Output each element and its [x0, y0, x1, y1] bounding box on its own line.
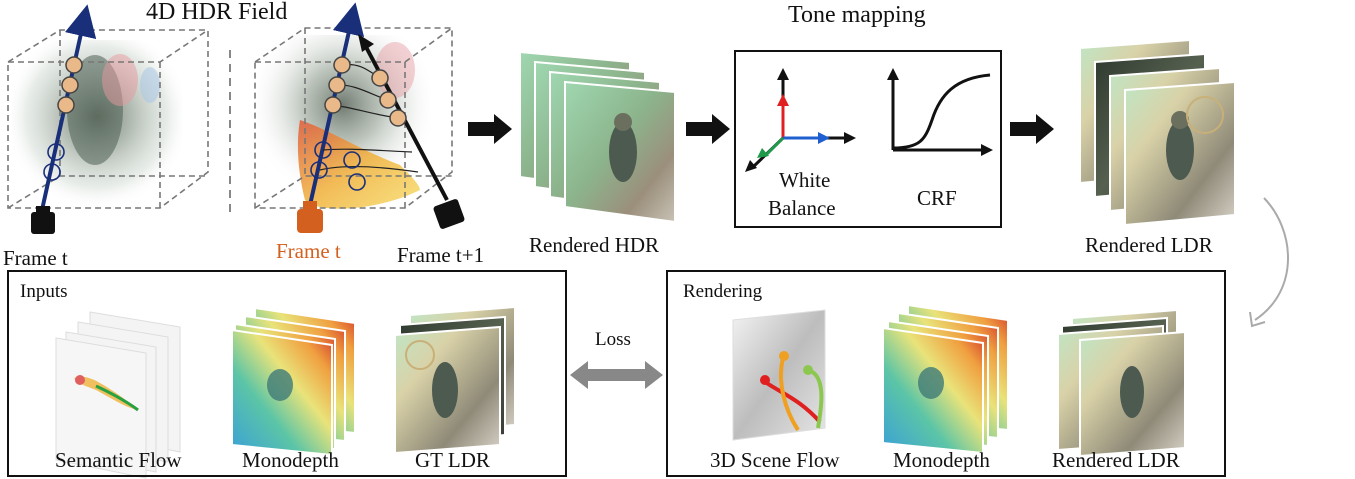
frame-t1-label: Frame t+1: [397, 243, 485, 267]
frame-t-label-mid: Frame t: [276, 239, 341, 263]
monodepth-output-label: Monodepth: [893, 448, 990, 472]
white-balance-axes: [745, 68, 856, 172]
rendered-ldr-bottom-label: Rendered LDR: [1052, 448, 1180, 472]
hdr-field-cube-right: [254, 2, 465, 233]
white-label: White: [779, 168, 831, 192]
frame-t-label-left: Frame t: [3, 246, 68, 270]
rendered-ldr-stack-bottom: [1057, 308, 1186, 458]
crf-label: CRF: [917, 186, 957, 210]
rendering-box: [666, 270, 1226, 477]
loss-label: Loss: [595, 329, 631, 350]
hdr-field-cube-left: [7, 4, 209, 234]
gt-ldr-label: GT LDR: [415, 448, 490, 472]
rendered-ldr-stack-top: [1079, 38, 1236, 227]
inputs-title: Inputs: [20, 281, 68, 302]
inputs-box: [7, 270, 567, 477]
semantic-flow-label: Semantic Flow: [55, 448, 182, 472]
crf-curve: [887, 68, 993, 156]
monodepth-input-label: Monodepth: [242, 448, 339, 472]
rendered-hdr-stack: [519, 50, 676, 224]
monodepth-output-stack: [882, 303, 1009, 455]
hdr-field-title: 4D HDR Field: [146, 0, 288, 25]
scene-flow-label: 3D Scene Flow: [710, 448, 840, 472]
monodepth-input-stack: [231, 306, 356, 457]
flow-arrows-top: [468, 114, 1054, 144]
rendered-hdr-label: Rendered HDR: [529, 233, 660, 257]
semantic-flow-stack: [55, 311, 181, 479]
rendering-title: Rendering: [683, 281, 763, 302]
tone-mapping-title: Tone mapping: [788, 2, 926, 28]
rendered-ldr-top-label: Rendered LDR: [1085, 233, 1213, 257]
balance-label: Balance: [768, 196, 836, 220]
scene-flow-image: [732, 309, 826, 441]
feedback-arrow: [1249, 197, 1289, 328]
gt-ldr-stack: [394, 305, 516, 455]
tone-mapping-box: [734, 50, 1002, 228]
loss-arrow: [570, 361, 663, 389]
